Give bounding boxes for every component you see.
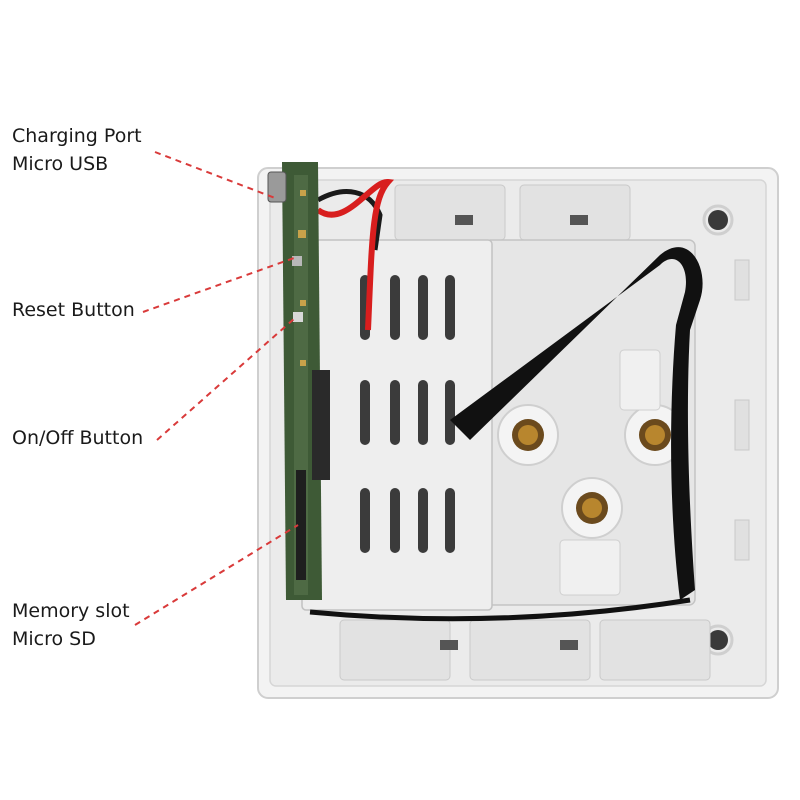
micro-usb-port bbox=[267, 171, 287, 203]
label-reset-button: Reset Button bbox=[12, 296, 135, 324]
label-charging-port-line2: Micro USB bbox=[12, 153, 109, 175]
label-on-off-button-text: On/Off Button bbox=[12, 427, 144, 449]
leader-memory-slot bbox=[134, 524, 299, 626]
black-strap bbox=[450, 247, 703, 600]
wires bbox=[316, 179, 395, 331]
label-on-off-button: On/Off Button bbox=[12, 424, 143, 452]
reset-button-part bbox=[292, 256, 302, 266]
pcb-board bbox=[282, 162, 322, 600]
on-off-button-part bbox=[293, 312, 303, 322]
label-charging-port-line1: Charging Port bbox=[12, 125, 142, 147]
side-switch bbox=[312, 370, 330, 480]
camera-housing bbox=[301, 239, 493, 611]
leader-reset-button bbox=[142, 257, 295, 313]
leader-lines bbox=[134, 151, 299, 626]
socket-body bbox=[484, 239, 696, 606]
label-memory-slot-line1: Memory slot bbox=[12, 600, 130, 622]
leader-on-off-button bbox=[156, 317, 296, 441]
label-reset-button-text: Reset Button bbox=[12, 299, 135, 321]
label-memory-slot: Memory slot Micro SD bbox=[12, 597, 130, 653]
label-memory-slot-line2: Micro SD bbox=[12, 628, 96, 650]
label-charging-port: Charging Port Micro USB bbox=[12, 122, 142, 178]
